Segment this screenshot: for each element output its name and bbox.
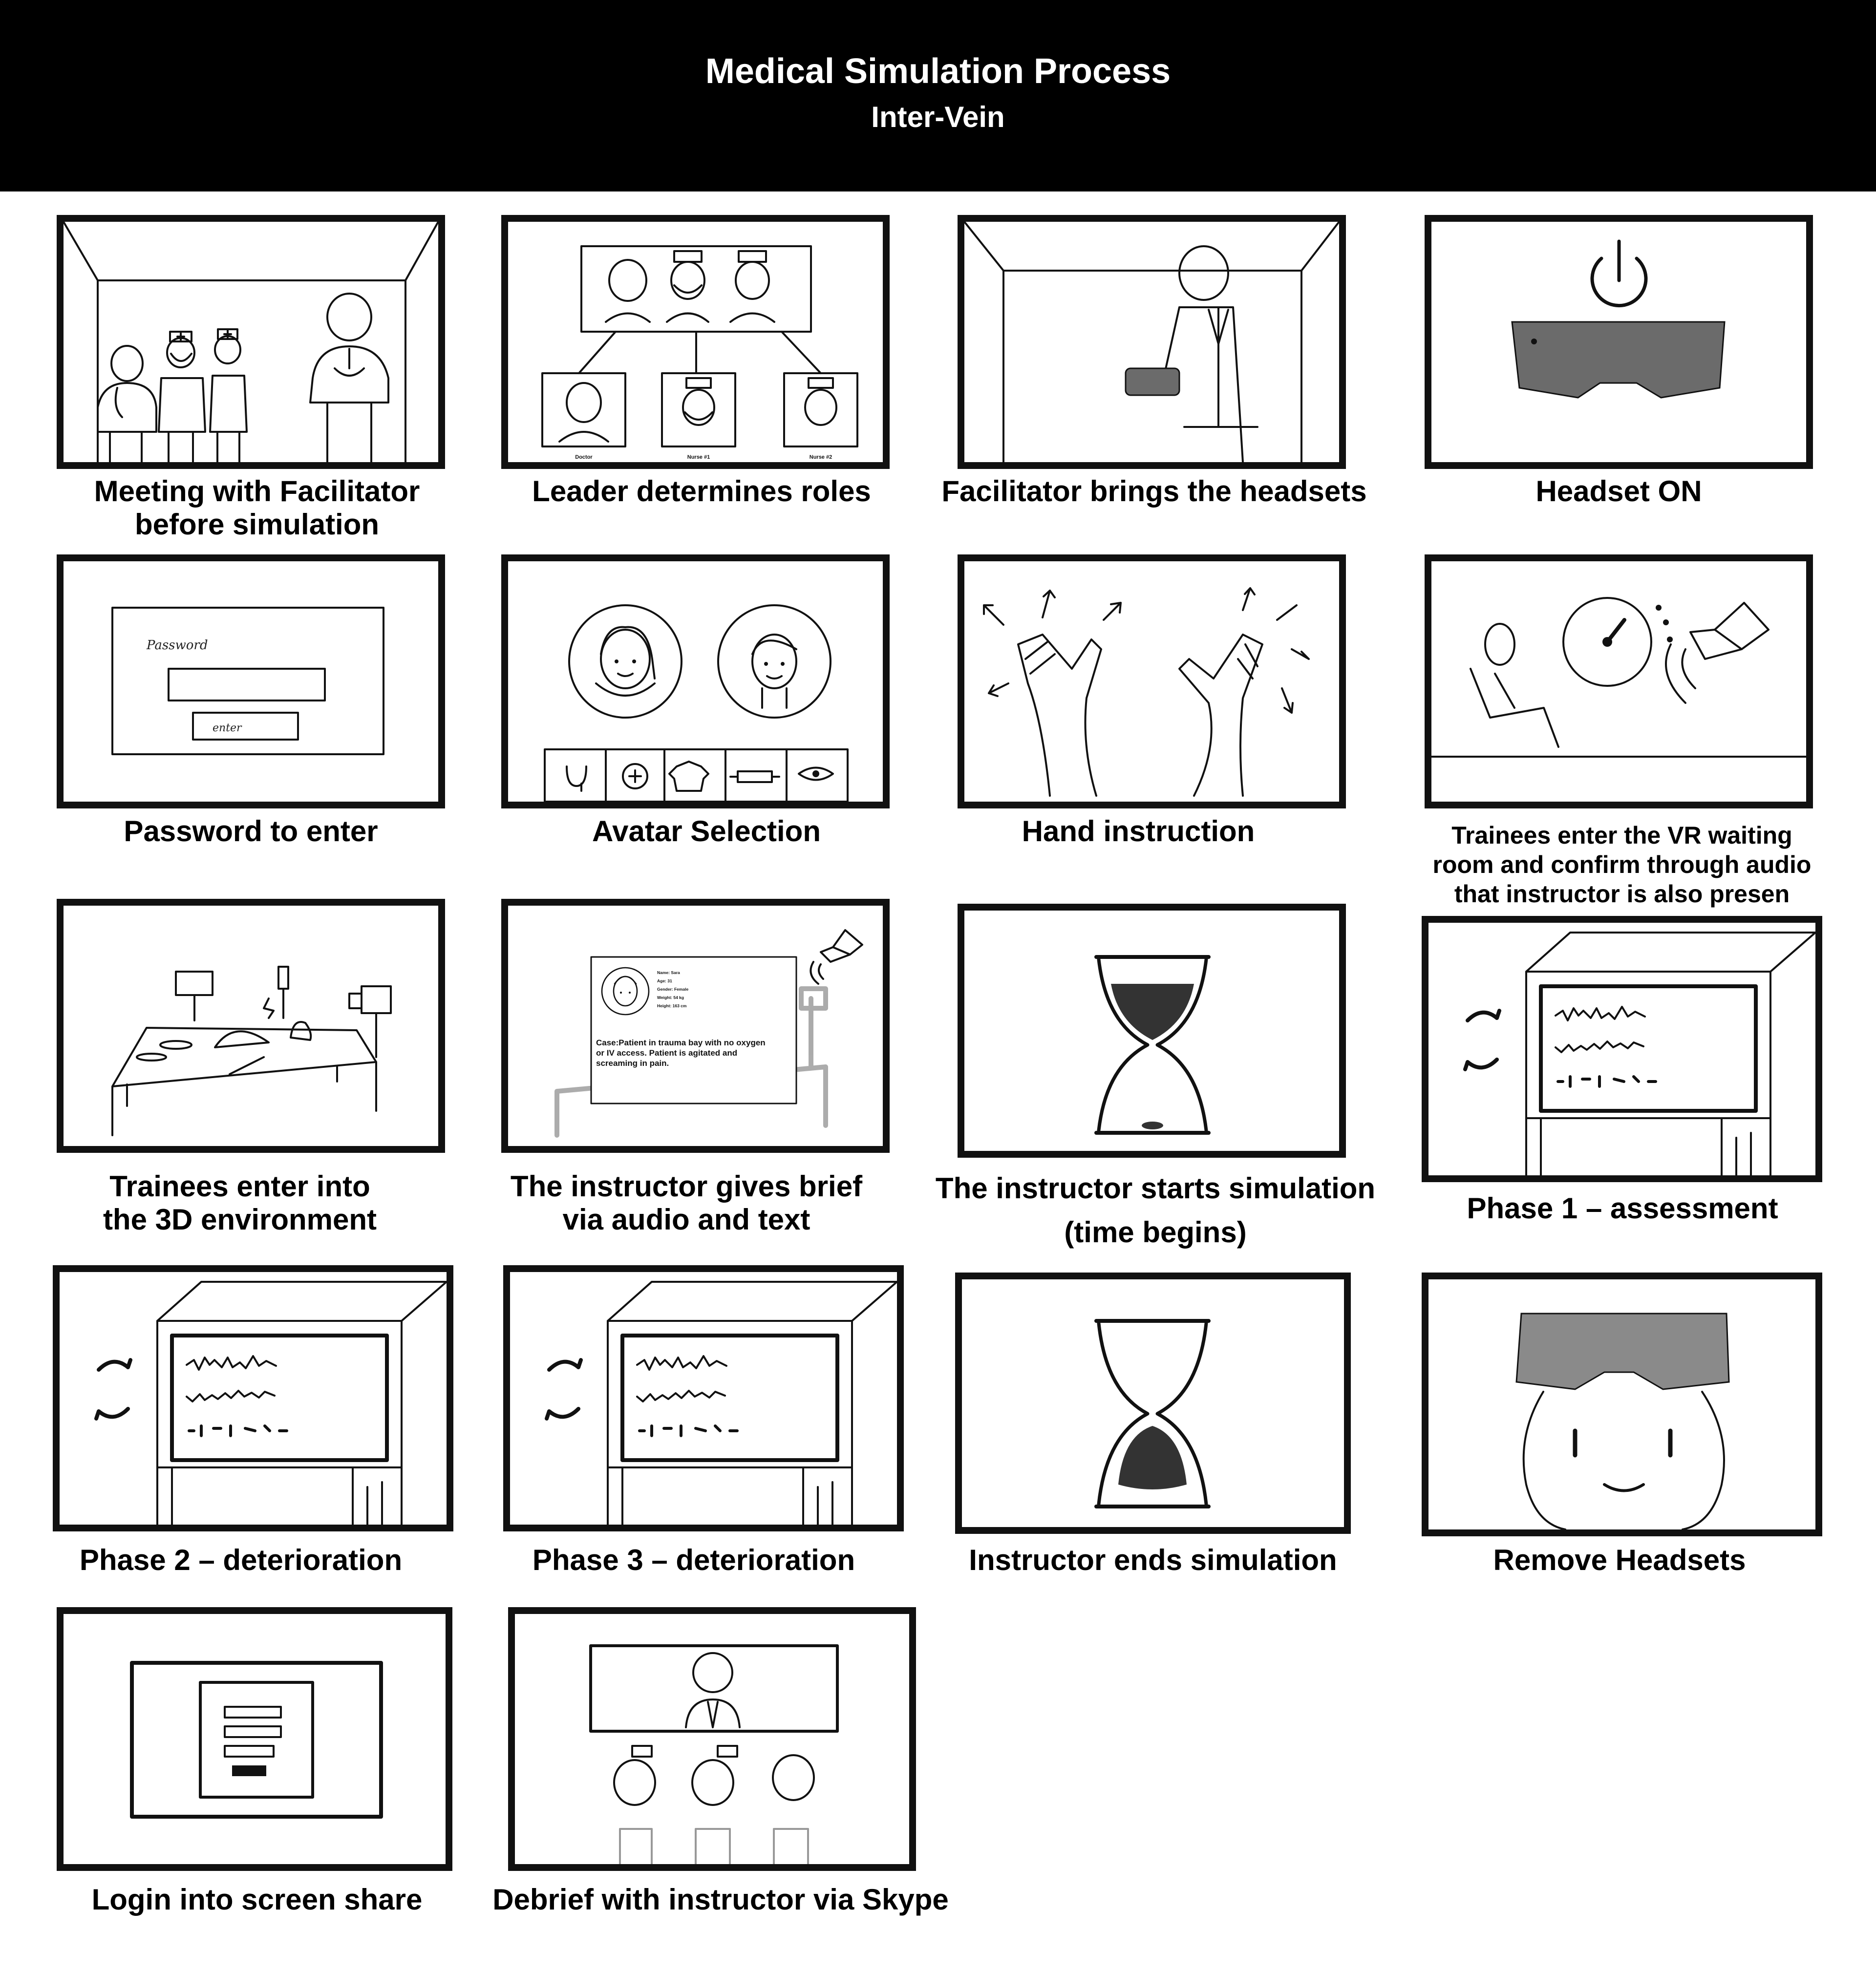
step-panel-11 [958, 904, 1346, 1158]
waiting-room-audio-icon [1431, 597, 1806, 758]
step-panel-14 [503, 1265, 904, 1531]
patient-brief-icon: Name: Sara Age: 31 Gender: Female Weight… [554, 929, 863, 1138]
3d-environment-icon [111, 966, 392, 1136]
step-panel-18 [508, 1607, 916, 1871]
step-caption-12: Phase 1 – assessment [1467, 1192, 1778, 1225]
step-caption-14: Phase 3 – deterioration [532, 1544, 855, 1576]
step-caption-16: Remove Headsets [1493, 1544, 1746, 1576]
hands-icon [983, 587, 1310, 797]
step-panel-5: Password enter [57, 554, 445, 808]
step-panel-6 [501, 554, 890, 808]
step-caption-1: Meeting with Facilitator before simulati… [94, 475, 420, 541]
password-label: Password [146, 638, 208, 653]
remove-headset-icon [1515, 1313, 1730, 1529]
step-caption-5: Password to enter [124, 815, 378, 848]
vital-monitor-icon [1463, 932, 1815, 1175]
step-panel-12 [1422, 916, 1822, 1182]
step-panel-2: Doctor Nurse #1 Nurse #2 [501, 215, 890, 469]
password-screen-icon: Password enter [111, 607, 384, 755]
step-caption-4: Headset ON [1535, 475, 1702, 508]
video-debrief-icon [589, 1644, 839, 1864]
step-caption-18: Debrief with instructor via Skype [492, 1883, 949, 1916]
team-meeting-icon [64, 222, 438, 462]
step-caption-2: Leader determines roles [532, 475, 871, 508]
patient-height: Height: 163 cm [657, 1003, 687, 1008]
step-caption-8: Trainees enter the VR waiting room and c… [1432, 822, 1812, 908]
step-panel-7 [958, 554, 1346, 808]
patient-name: Name: Sara [657, 970, 680, 975]
header-banner: Medical Simulation Process Inter-Vein [0, 0, 1876, 191]
role-hierarchy-icon: Doctor Nurse #1 Nurse #2 [541, 245, 858, 460]
screen-share-login-icon [130, 1661, 383, 1819]
step-panel-15 [955, 1273, 1351, 1534]
step-caption-6: Avatar Selection [592, 815, 821, 848]
step-caption-11: The instructor starts simulation (time b… [935, 1172, 1376, 1249]
hourglass-start-icon [1094, 955, 1211, 1135]
step-panel-1 [57, 215, 445, 469]
step-panel-4 [1425, 215, 1813, 469]
patient-age: Age: 31 [657, 978, 672, 983]
role-label-nurse-2: Nurse #2 [810, 454, 832, 460]
step-caption-17: Login into screen share [91, 1883, 423, 1916]
step-caption-13: Phase 2 – deterioration [79, 1544, 403, 1576]
step-panel-10: Name: Sara Age: 31 Gender: Female Weight… [501, 899, 890, 1153]
vital-monitor-icon [545, 1281, 897, 1525]
step-panel-8 [1425, 554, 1813, 808]
step-panel-3 [958, 215, 1346, 469]
page-title: Medical Simulation Process [705, 52, 1171, 91]
facilitator-headset-icon [964, 222, 1339, 462]
step-panel-9 [57, 899, 445, 1153]
step-caption-15: Instructor ends simulation [969, 1544, 1337, 1576]
role-label-doctor: Doctor [575, 454, 593, 460]
page-subtitle: Inter-Vein [871, 101, 1005, 133]
step-caption-3: Facilitator brings the headsets [941, 475, 1367, 508]
avatar-selection-icon [544, 604, 849, 802]
enter-label: enter [213, 722, 242, 734]
step-caption-10: The instructor gives brief via audio and… [510, 1170, 863, 1236]
role-label-nurse-1: Nurse #1 [687, 454, 710, 460]
step-panel-17 [57, 1607, 452, 1871]
step-panel-16 [1422, 1273, 1822, 1536]
hourglass-end-icon [1094, 1319, 1211, 1508]
step-caption-7: Hand instruction [1022, 815, 1255, 848]
patient-gender: Gender: Female [657, 987, 689, 992]
step-panel-13 [53, 1265, 453, 1531]
patient-case: Case:Patient in trauma bay with no oxyge… [596, 1038, 766, 1068]
vr-headset-power-icon [1511, 239, 1726, 399]
vital-monitor-icon [94, 1281, 447, 1525]
patient-weight: Weight: 54 kg [657, 995, 684, 1000]
step-caption-9: Trainees enter into the 3D environment [103, 1170, 377, 1236]
